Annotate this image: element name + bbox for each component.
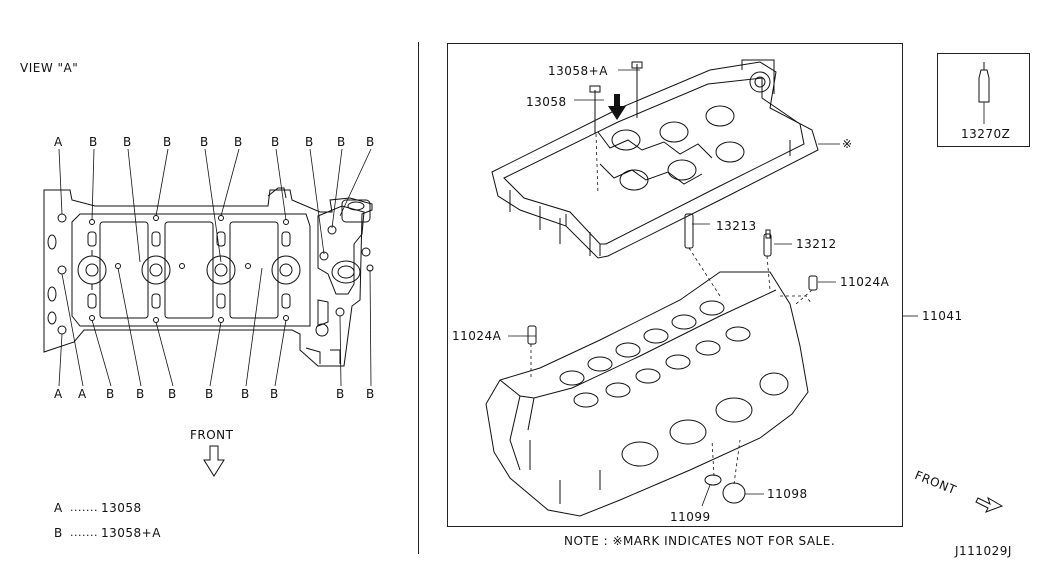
- legend-part-a: 13058: [101, 501, 142, 515]
- cylinder-head-top-view-drawing: [43, 148, 374, 477]
- callout-top-letter: B: [271, 135, 280, 149]
- not-for-sale-mark: ※: [842, 137, 853, 151]
- callout-top-letter: B: [305, 135, 314, 149]
- callout-top-letter: B: [366, 135, 375, 149]
- callout-top-letter: B: [337, 135, 346, 149]
- callout-top-letter: B: [200, 135, 209, 149]
- callout-bottom-letter: B: [205, 387, 214, 401]
- label-13213: 13213: [716, 219, 757, 233]
- callout-bottom-letter: A: [78, 387, 87, 401]
- label-11099: 11099: [670, 510, 711, 524]
- callout-top-letter: B: [89, 135, 98, 149]
- callout-bottom-letter: A: [54, 387, 63, 401]
- label-13212: 13212: [796, 237, 837, 251]
- callout-bottom-letter: B: [106, 387, 115, 401]
- label-11024a-left: 11024A: [452, 329, 502, 343]
- callout-bottom-letter: B: [136, 387, 145, 401]
- label-13270z: 13270Z: [961, 127, 1011, 141]
- main-parts-frame: [447, 43, 903, 527]
- callout-top-letter: B: [234, 135, 243, 149]
- sealant-frame: [937, 53, 1030, 147]
- legend-dots-b: .......: [70, 526, 98, 539]
- label-11024a-right: 11024A: [840, 275, 890, 289]
- callout-top-letter: B: [123, 135, 132, 149]
- legend-dots-a: .......: [70, 501, 98, 514]
- callout-bottom-letter: B: [241, 387, 250, 401]
- view-a-title: VIEW "A": [20, 61, 79, 75]
- legend-key-a: A: [54, 501, 63, 515]
- callout-top-letter: B: [163, 135, 172, 149]
- front-label-left: FRONT: [190, 428, 234, 442]
- callout-bottom-letter: B: [336, 387, 345, 401]
- label-11098: 11098: [767, 487, 808, 501]
- label-13058a: 13058+A: [548, 64, 608, 78]
- callout-bottom-letter: B: [366, 387, 375, 401]
- label-11041: 11041: [922, 309, 963, 323]
- callout-bottom-letter: B: [168, 387, 177, 401]
- panel-divider: [418, 42, 419, 554]
- label-13058: 13058: [526, 95, 567, 109]
- diagram-id: J111029J: [955, 544, 1012, 558]
- callout-top-letter: A: [54, 135, 63, 149]
- legend-part-b: 13058+A: [101, 526, 161, 540]
- callout-bottom-letter: B: [270, 387, 279, 401]
- legend-key-b: B: [54, 526, 63, 540]
- note-text: NOTE : ※MARK INDICATES NOT FOR SALE.: [564, 534, 836, 548]
